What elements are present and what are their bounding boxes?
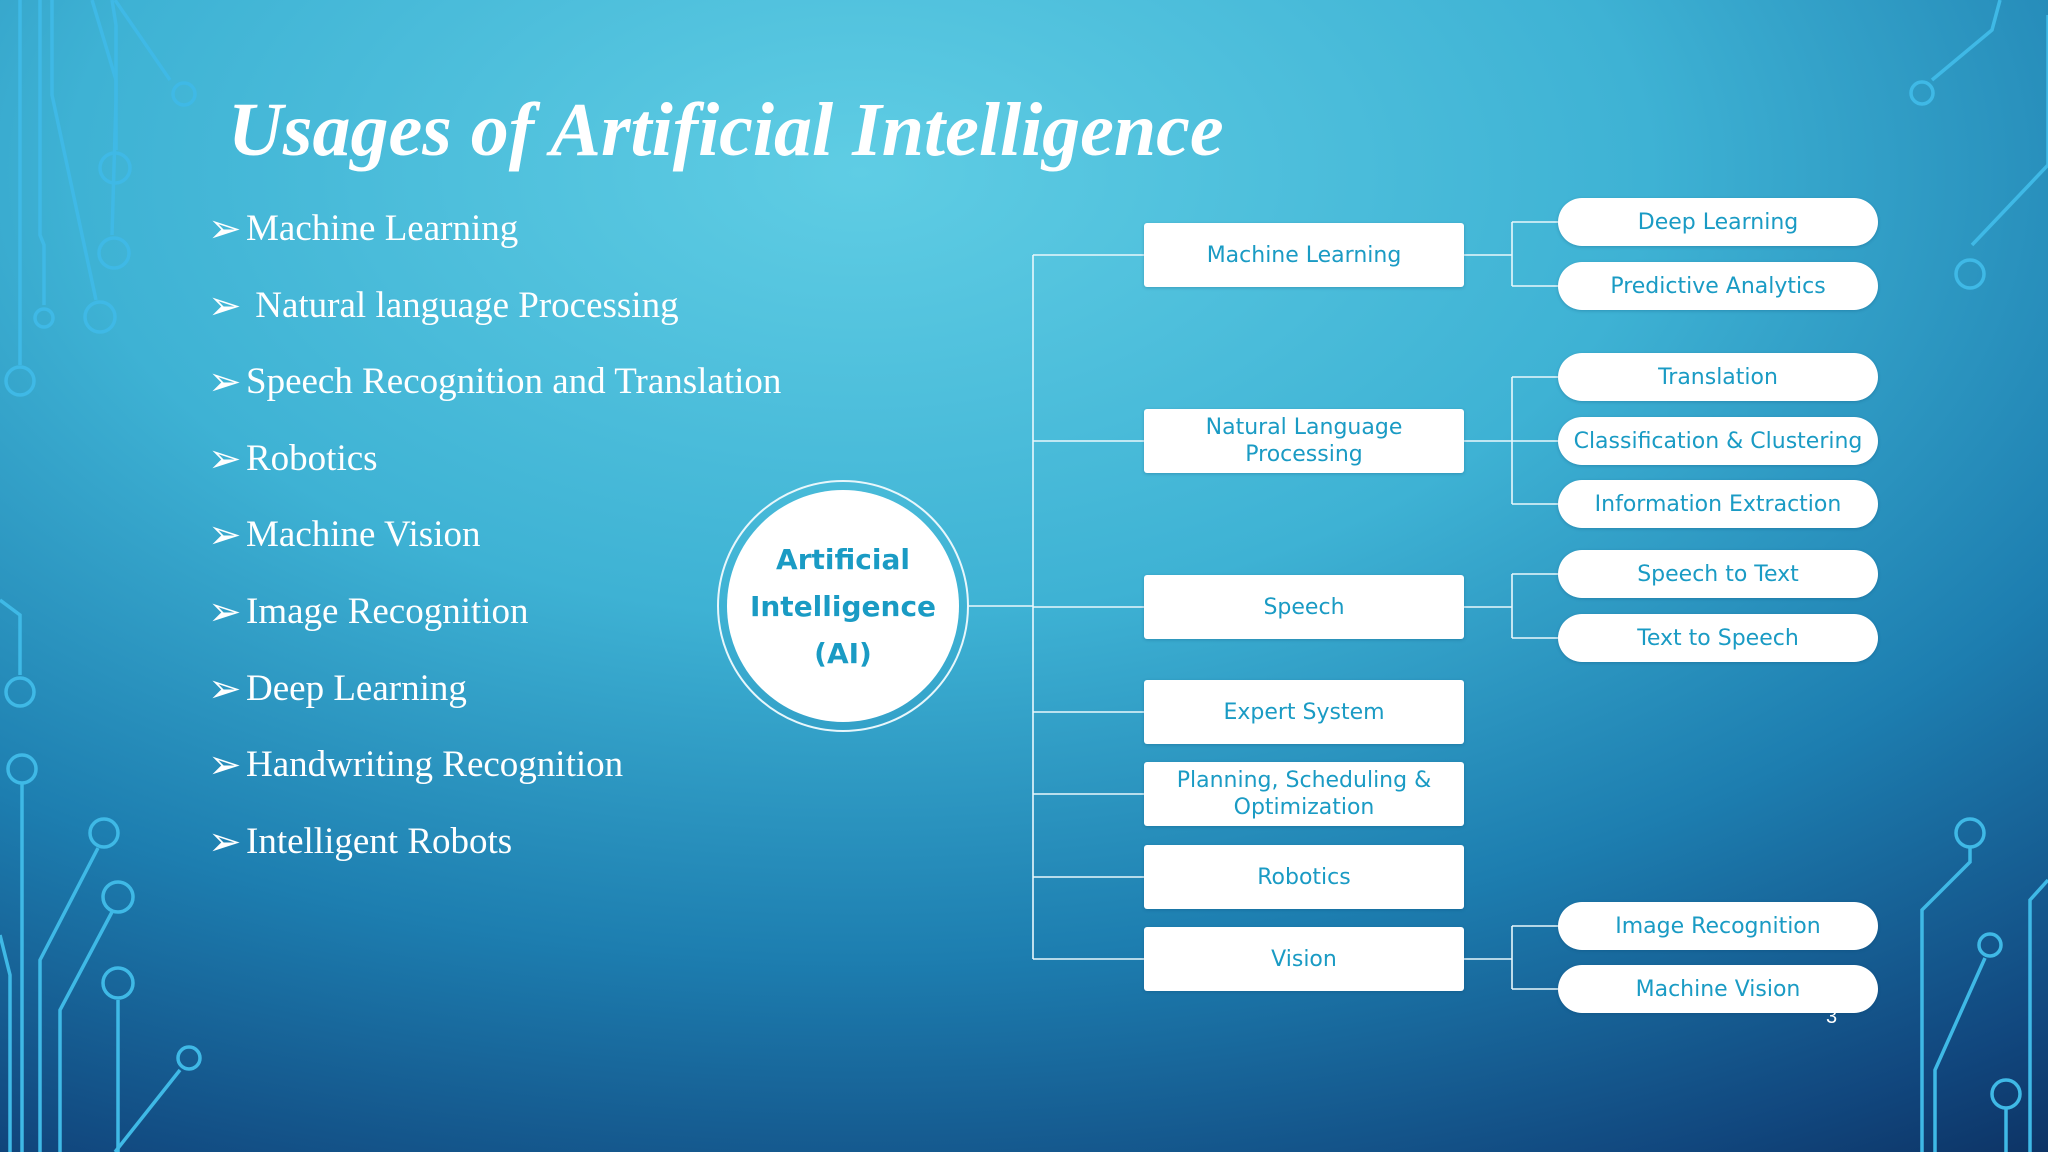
circuit-decoration-top-left	[4, 0, 197, 397]
bullet-label: Natural language Processing	[246, 284, 679, 326]
leaf-node: Image Recognition	[1558, 902, 1878, 950]
leaf-label: Speech to Text	[1637, 561, 1799, 587]
bullet-label: Robotics	[246, 437, 378, 479]
bullet-label: Handwriting Recognition	[246, 744, 624, 786]
arrow-bullet-icon: ➢	[208, 588, 242, 634]
arrow-bullet-icon: ➢	[208, 742, 242, 788]
leaf-node: Classification & Clustering	[1558, 417, 1878, 465]
bullet-item: ➢Machine Vision	[208, 509, 781, 586]
leaf-label: Machine Vision	[1635, 976, 1801, 1002]
branch-node: Expert System	[1144, 680, 1464, 744]
bullet-item: ➢Deep Learning	[208, 663, 781, 740]
leaf-label: Translation	[1658, 364, 1778, 390]
leaf-node: Information Extraction	[1558, 480, 1878, 528]
slide-title: Usages of Artificial Intelligence	[228, 88, 1224, 172]
branch-node: Speech	[1144, 575, 1464, 639]
bullet-item: ➢Intelligent Robots	[208, 816, 781, 893]
leaf-node: Machine Vision	[1558, 965, 1878, 1013]
arrow-bullet-icon: ➢	[208, 665, 242, 711]
branch-label: Robotics	[1257, 864, 1351, 890]
leaf-node: Predictive Analytics	[1558, 262, 1878, 310]
circuit-decoration-bottom-left	[0, 598, 202, 1152]
leaf-label: Image Recognition	[1615, 913, 1821, 939]
arrow-bullet-icon: ➢	[208, 206, 242, 251]
bullet-list: ➢Machine Learning➢ Natural language Proc…	[208, 203, 781, 892]
branch-label: Speech	[1263, 594, 1345, 620]
ai-center-label: Artificial Intelligence (AI)	[749, 542, 937, 670]
branch-label: Expert System	[1223, 699, 1385, 725]
branch-node: Machine Learning	[1144, 223, 1464, 287]
ai-center-node: Artificial Intelligence (AI)	[727, 490, 959, 722]
leaf-label: Text to Speech	[1637, 625, 1799, 651]
branch-label: Planning, Scheduling & Optimization	[1176, 768, 1432, 820]
branch-node: Vision	[1144, 927, 1464, 991]
bullet-label: Machine Learning	[246, 208, 519, 249]
leaf-label: Predictive Analytics	[1610, 273, 1826, 299]
branch-node: Planning, Scheduling & Optimization	[1144, 762, 1464, 826]
leaf-label: Classification & Clustering	[1573, 428, 1863, 454]
leaf-node: Translation	[1558, 353, 1878, 401]
branch-label: Vision	[1271, 946, 1337, 972]
bullet-item: ➢ Natural language Processing	[208, 280, 781, 357]
ai-circle-ring	[717, 480, 969, 732]
bullet-label: Intelligent Robots	[246, 820, 513, 862]
bullet-label: Deep Learning	[246, 667, 467, 709]
branch-node: Natural Language Processing	[1144, 409, 1464, 473]
arrow-bullet-icon: ➢	[208, 282, 242, 328]
bullet-label: Speech Recognition and Translation	[246, 361, 782, 403]
circuit-decoration-top-right	[1909, 0, 2048, 290]
bullet-label: Machine Vision	[246, 514, 481, 556]
circuit-decoration-bottom-right	[1920, 817, 2048, 1152]
branch-label: Machine Learning	[1206, 242, 1402, 268]
leaf-label: Information Extraction	[1594, 491, 1842, 517]
bullet-item: ➢Robotics	[208, 433, 781, 510]
bullet-item: ➢Image Recognition	[208, 586, 781, 663]
arrow-bullet-icon: ➢	[208, 435, 242, 481]
branch-node: Robotics	[1144, 845, 1464, 909]
bullet-item: ➢Handwriting Recognition	[208, 739, 781, 816]
bullet-label: Image Recognition	[246, 590, 529, 632]
arrow-bullet-icon: ➢	[208, 818, 242, 864]
leaf-node: Text to Speech	[1558, 614, 1878, 662]
arrow-bullet-icon: ➢	[208, 512, 242, 558]
arrow-bullet-icon: ➢	[208, 359, 242, 405]
branch-label: Natural Language Processing	[1205, 415, 1403, 467]
leaf-label: Deep Learning	[1637, 209, 1799, 235]
leaf-node: Speech to Text	[1558, 550, 1878, 598]
bullet-item: ➢Speech Recognition and Translation	[208, 356, 781, 433]
page-number: 3	[1826, 1006, 1838, 1028]
leaf-node: Deep Learning	[1558, 198, 1878, 246]
bullet-item: ➢Machine Learning	[208, 203, 781, 280]
